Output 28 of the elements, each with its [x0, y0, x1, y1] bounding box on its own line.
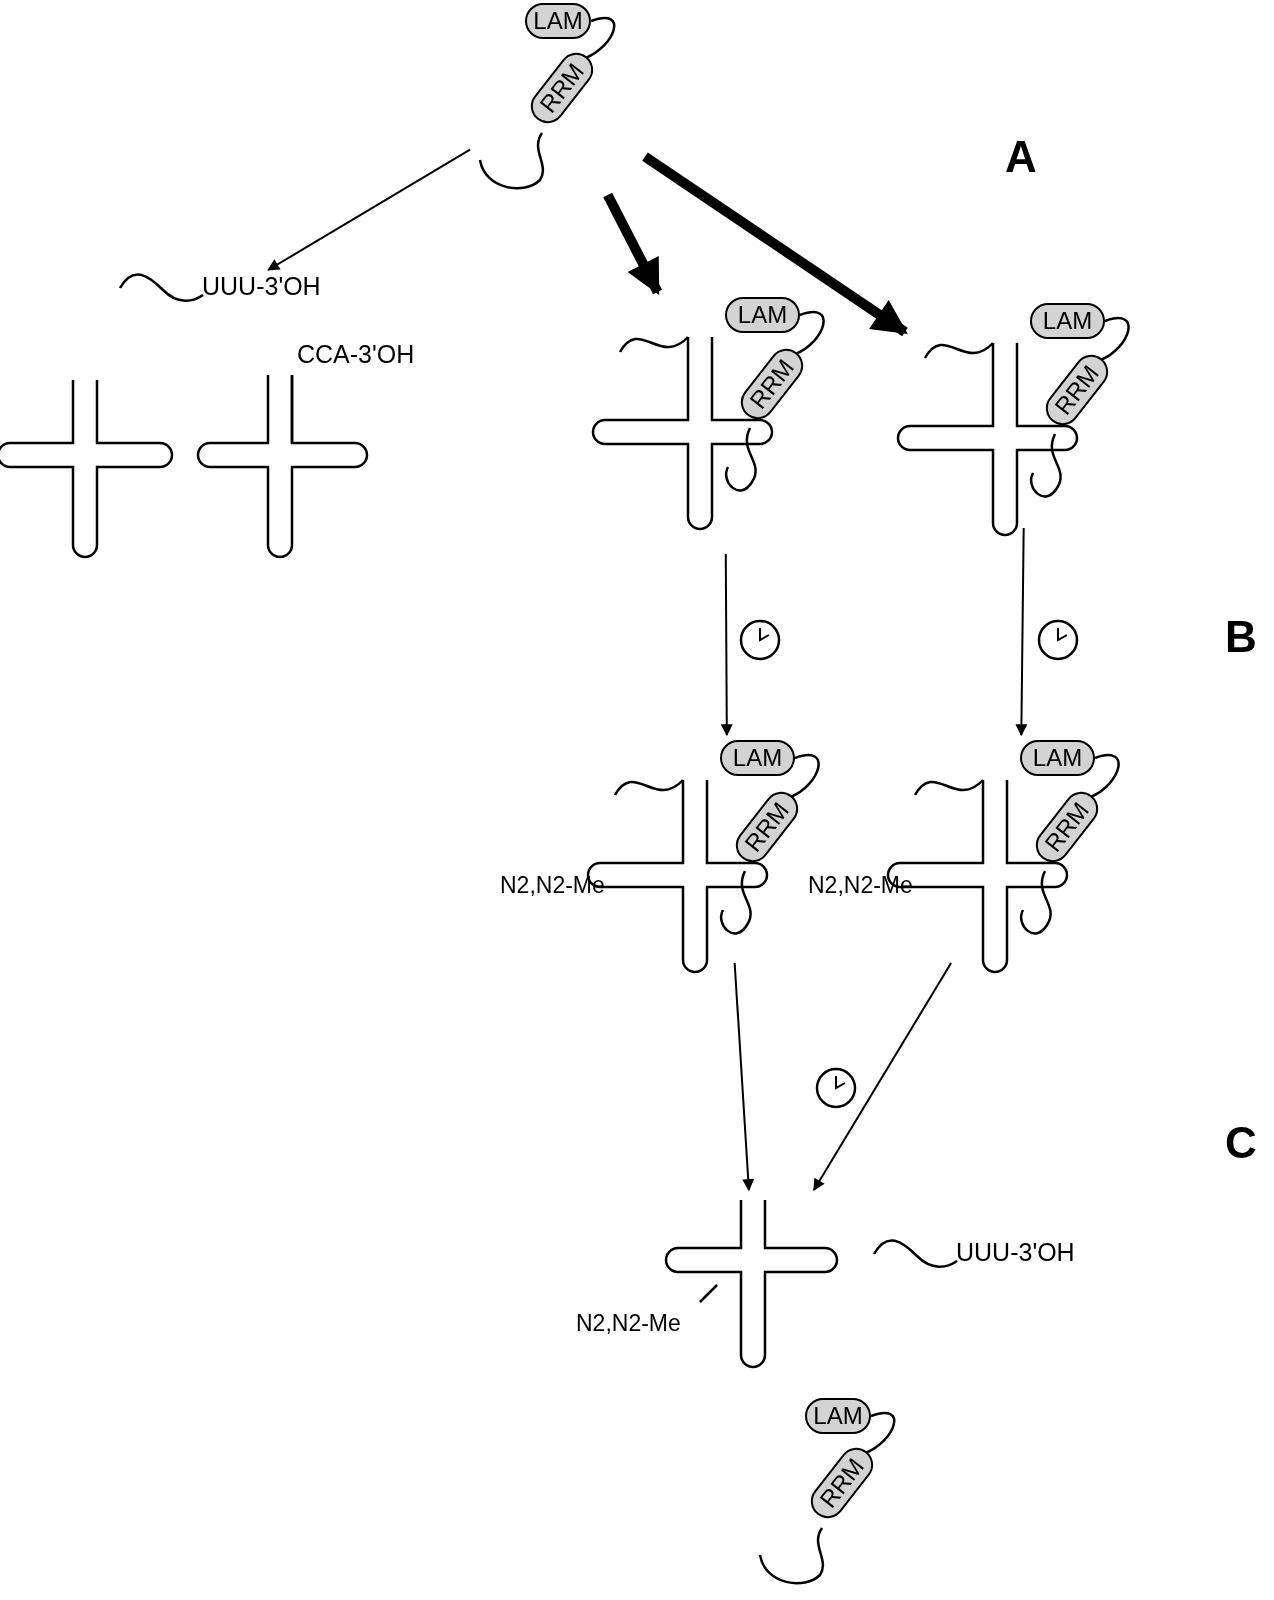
- sequence-label: UUU-3'OH: [956, 1238, 1075, 1267]
- protein-linker: [584, 16, 616, 60]
- protein-linker: [864, 1411, 896, 1455]
- arrow: [267, 148, 471, 271]
- protein-domain: LAM: [805, 1398, 871, 1434]
- sequence-label: UUU-3'OH: [202, 272, 321, 301]
- arrow: [642, 152, 908, 337]
- modification-label: N2,N2-Me: [808, 872, 913, 899]
- protein-linker: [789, 753, 820, 799]
- panel-letter: B: [1225, 612, 1257, 662]
- modification-label: N2,N2-Me: [576, 1310, 681, 1337]
- protein-linker: [1099, 316, 1130, 362]
- arrow: [812, 962, 953, 1192]
- protein-domain: LAM: [725, 297, 800, 333]
- sequence-label: CCA-3'OH: [297, 340, 415, 369]
- protein-domain: LAM: [525, 3, 591, 39]
- protein-linker: [794, 310, 825, 356]
- protein-linker: [1089, 753, 1120, 799]
- panel-letter: A: [1005, 132, 1037, 182]
- arrow: [720, 553, 733, 737]
- protein-domain: LAM: [1020, 740, 1095, 776]
- arrow: [1015, 527, 1028, 737]
- arrow: [733, 962, 755, 1192]
- protein-domain: LAM: [720, 740, 795, 776]
- protein-domain: LAM: [1030, 303, 1105, 339]
- panel-letter: C: [1225, 1118, 1257, 1168]
- modification-label: N2,N2-Me: [500, 872, 605, 899]
- arrow: [603, 192, 663, 296]
